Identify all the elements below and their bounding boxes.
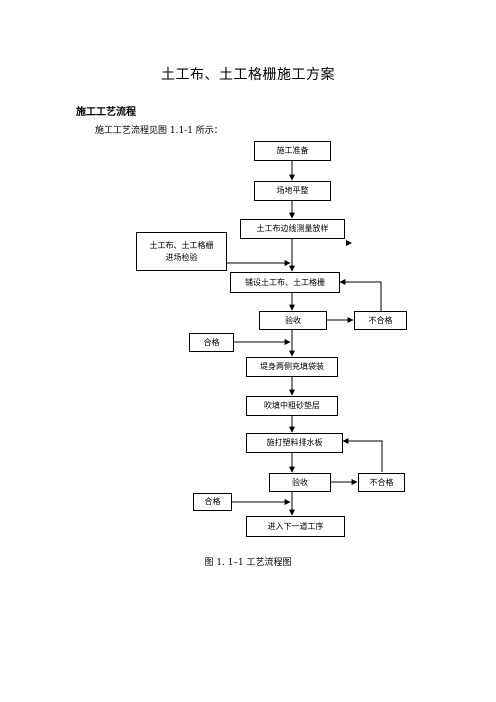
inspect-line-1: 土工布、土工格栅 [149,240,214,250]
step-acceptance-1: 验收 [259,311,327,330]
pass-box-1: 合格 [189,333,234,352]
step-site-leveling: 场地平整 [254,181,331,201]
step-acceptance-2: 验收 [269,473,331,492]
figure-caption: 图 1. 1–1 工艺流程图 [204,558,292,568]
step-drain-boards: 施打塑料排水板 [246,433,343,453]
intro-text: 施工工艺流程见图 1.1-1 所示： [95,126,223,136]
step-survey-layout: 土工布边线测量放样 [240,219,345,239]
pass-box-2: 合格 [193,493,232,511]
step-material-inspection: 土工布、土工格栅 进场检验 [136,232,227,271]
step-sand-cushion: 吹填中粗砂垫层 [246,396,338,416]
arrow-fail1-loop [339,279,382,311]
document-title: 土工布、土工格栅施工方案 [161,67,335,83]
step-next-process: 进入下一道工序 [246,516,345,537]
arrow-stray [346,240,352,246]
step-fill-bags: 堤身两侧充填袋装 [246,357,338,377]
fail-box-2: 不合格 [358,473,405,492]
inspect-line-2: 进场检验 [165,252,198,262]
fail-box-1: 不合格 [354,311,407,330]
section-heading: 施工工艺流程 [76,107,136,118]
arrow-fail2-loop [342,438,383,472]
step-lay-geotextile: 铺设土工布、土工格栅 [230,272,340,293]
step-construction-prep: 施工准备 [254,141,331,161]
